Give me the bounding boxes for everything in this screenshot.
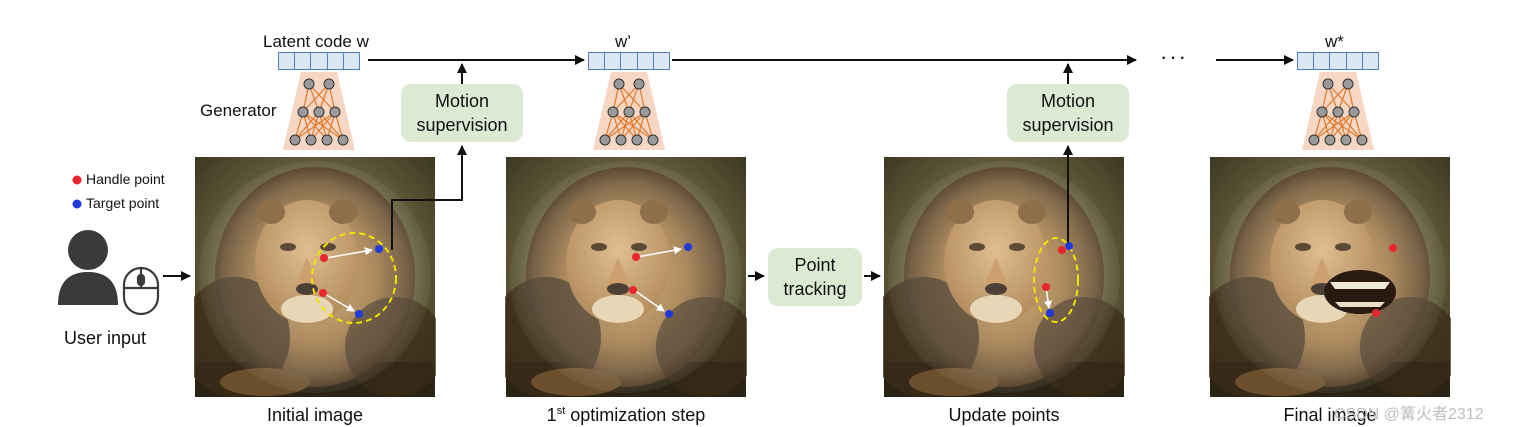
final-image bbox=[1209, 157, 1451, 397]
watermark: CSDN @篝火者2312 bbox=[1334, 406, 1484, 423]
generator-network-3 bbox=[1302, 72, 1374, 150]
generator-network-1 bbox=[283, 72, 355, 150]
latent-code-label: Latent code w bbox=[263, 32, 369, 51]
user-input-label: User input bbox=[64, 328, 147, 348]
caption-final-image: Final image bbox=[1283, 405, 1377, 425]
update-points-image bbox=[883, 157, 1125, 397]
optimization-step-image bbox=[505, 157, 747, 397]
w-star-label: w* bbox=[1325, 32, 1344, 51]
initial-image bbox=[194, 157, 436, 397]
legend-handle-dot bbox=[72, 175, 82, 185]
legend-target-dot bbox=[72, 199, 82, 209]
ellipsis: ··· bbox=[1160, 44, 1188, 69]
mouse-icon bbox=[122, 266, 160, 316]
w-prime-label: w’ bbox=[615, 32, 632, 51]
latent-code-w-prime bbox=[588, 52, 670, 70]
latent-code-w-star bbox=[1297, 52, 1379, 70]
generator-label: Generator bbox=[200, 101, 277, 120]
caption-initial-image: Initial image bbox=[266, 405, 364, 425]
user-icon bbox=[58, 230, 118, 305]
latent-code-w bbox=[278, 52, 360, 70]
legend-target-label: Target point bbox=[86, 195, 160, 211]
caption-optimization-step: 1st optimization step bbox=[546, 405, 706, 425]
generator-network-2 bbox=[593, 72, 665, 150]
legend-handle-label: Handle point bbox=[86, 171, 165, 187]
caption-update-points: Update points bbox=[948, 405, 1060, 425]
